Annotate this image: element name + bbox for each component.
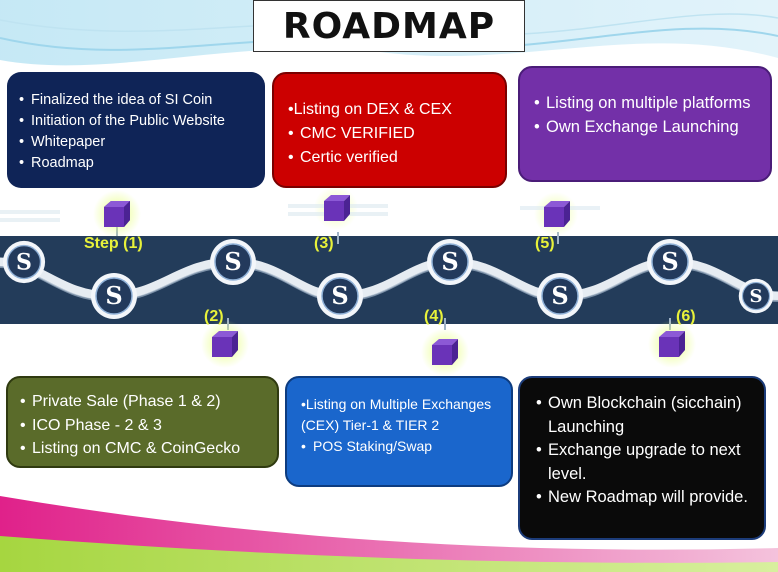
- list-item: Own Blockchain (sicchain) Launching: [536, 392, 754, 439]
- step-label: (3): [314, 235, 334, 252]
- svg-text:S: S: [224, 247, 241, 276]
- cube-icon: [324, 195, 350, 221]
- step6-list: Own Blockchain (sicchain) Launching Exch…: [536, 392, 754, 510]
- list-item: Private Sale (Phase 1 & 2): [20, 390, 269, 414]
- si-coin-logo-icon: S: [210, 239, 256, 285]
- step1-card: Finalized the idea of SI Coin Initiation…: [7, 72, 265, 188]
- step-label: (6): [676, 308, 696, 325]
- cube-icon: [212, 331, 238, 357]
- step4-list: •Listing on Multiple Exchanges (CEX) Tie…: [301, 394, 501, 457]
- si-coin-logo-icon: S: [427, 239, 473, 285]
- list-item: New Roadmap will provide.: [536, 486, 754, 510]
- list-item: Whitepaper: [19, 132, 255, 153]
- svg-text:S: S: [16, 249, 32, 275]
- cube-icon: [544, 201, 570, 227]
- step-label: (5): [535, 235, 555, 252]
- svg-text:S: S: [105, 281, 122, 310]
- step6-card: Own Blockchain (sicchain) Launching Exch…: [518, 376, 766, 540]
- step5-list: Listing on multiple platforms Own Exchan…: [534, 92, 760, 139]
- list-item: Initiation of the Public Website: [19, 111, 255, 132]
- list-item: Exchange upgrade to next level.: [536, 439, 754, 486]
- title-box: ROADMAP: [253, 0, 525, 52]
- list-item: CMC VERIFIED: [288, 122, 495, 146]
- cube-icon: [659, 331, 685, 357]
- cube-icon: [104, 201, 130, 227]
- step3-card: •Listing on DEX & CEX CMC VERIFIED Certi…: [272, 72, 507, 188]
- step-label: Step (1): [84, 235, 143, 252]
- list-item: •Listing on Multiple Exchanges (CEX) Tie…: [301, 396, 492, 433]
- page-title: ROADMAP: [282, 5, 496, 47]
- step2-list: Private Sale (Phase 1 & 2) ICO Phase - 2…: [20, 390, 269, 461]
- list-item: Roadmap: [19, 153, 255, 174]
- svg-text:S: S: [551, 281, 568, 310]
- step4-card: •Listing on Multiple Exchanges (CEX) Tie…: [285, 376, 513, 487]
- si-coin-logo-icon: S: [91, 273, 137, 319]
- svg-text:S: S: [750, 286, 763, 307]
- step-label: (4): [424, 308, 444, 325]
- list-item: ICO Phase - 2 & 3: [20, 414, 269, 438]
- si-coin-logo-icon: S: [738, 278, 774, 314]
- si-coin-logo-icon: S: [537, 273, 583, 319]
- list-item: Listing on CMC & CoinGecko: [20, 437, 269, 461]
- step2-card: Private Sale (Phase 1 & 2) ICO Phase - 2…: [6, 376, 279, 468]
- si-coin-logo-icon: S: [317, 273, 363, 319]
- svg-text:S: S: [661, 247, 678, 276]
- step1-list: Finalized the idea of SI Coin Initiation…: [19, 90, 255, 174]
- step-label: (2): [204, 308, 224, 325]
- list-item: •Listing on DEX & CEX: [288, 101, 452, 118]
- si-coin-logo-icon: S: [647, 239, 693, 285]
- step3-list: •Listing on DEX & CEX CMC VERIFIED Certi…: [288, 98, 495, 170]
- list-item: Finalized the idea of SI Coin: [19, 90, 255, 111]
- svg-text:S: S: [441, 247, 458, 276]
- step5-card: Listing on multiple platforms Own Exchan…: [518, 66, 772, 182]
- bottom-green-decoration: [0, 536, 778, 572]
- cube-icon: [432, 339, 458, 365]
- si-coin-logo-icon: S: [2, 240, 46, 284]
- list-item: Listing on multiple platforms: [534, 92, 760, 116]
- list-item: Certic verified: [288, 146, 495, 170]
- list-item: POS Staking/Swap: [301, 436, 501, 457]
- svg-text:S: S: [331, 281, 348, 310]
- list-item: Own Exchange Launching: [534, 116, 760, 140]
